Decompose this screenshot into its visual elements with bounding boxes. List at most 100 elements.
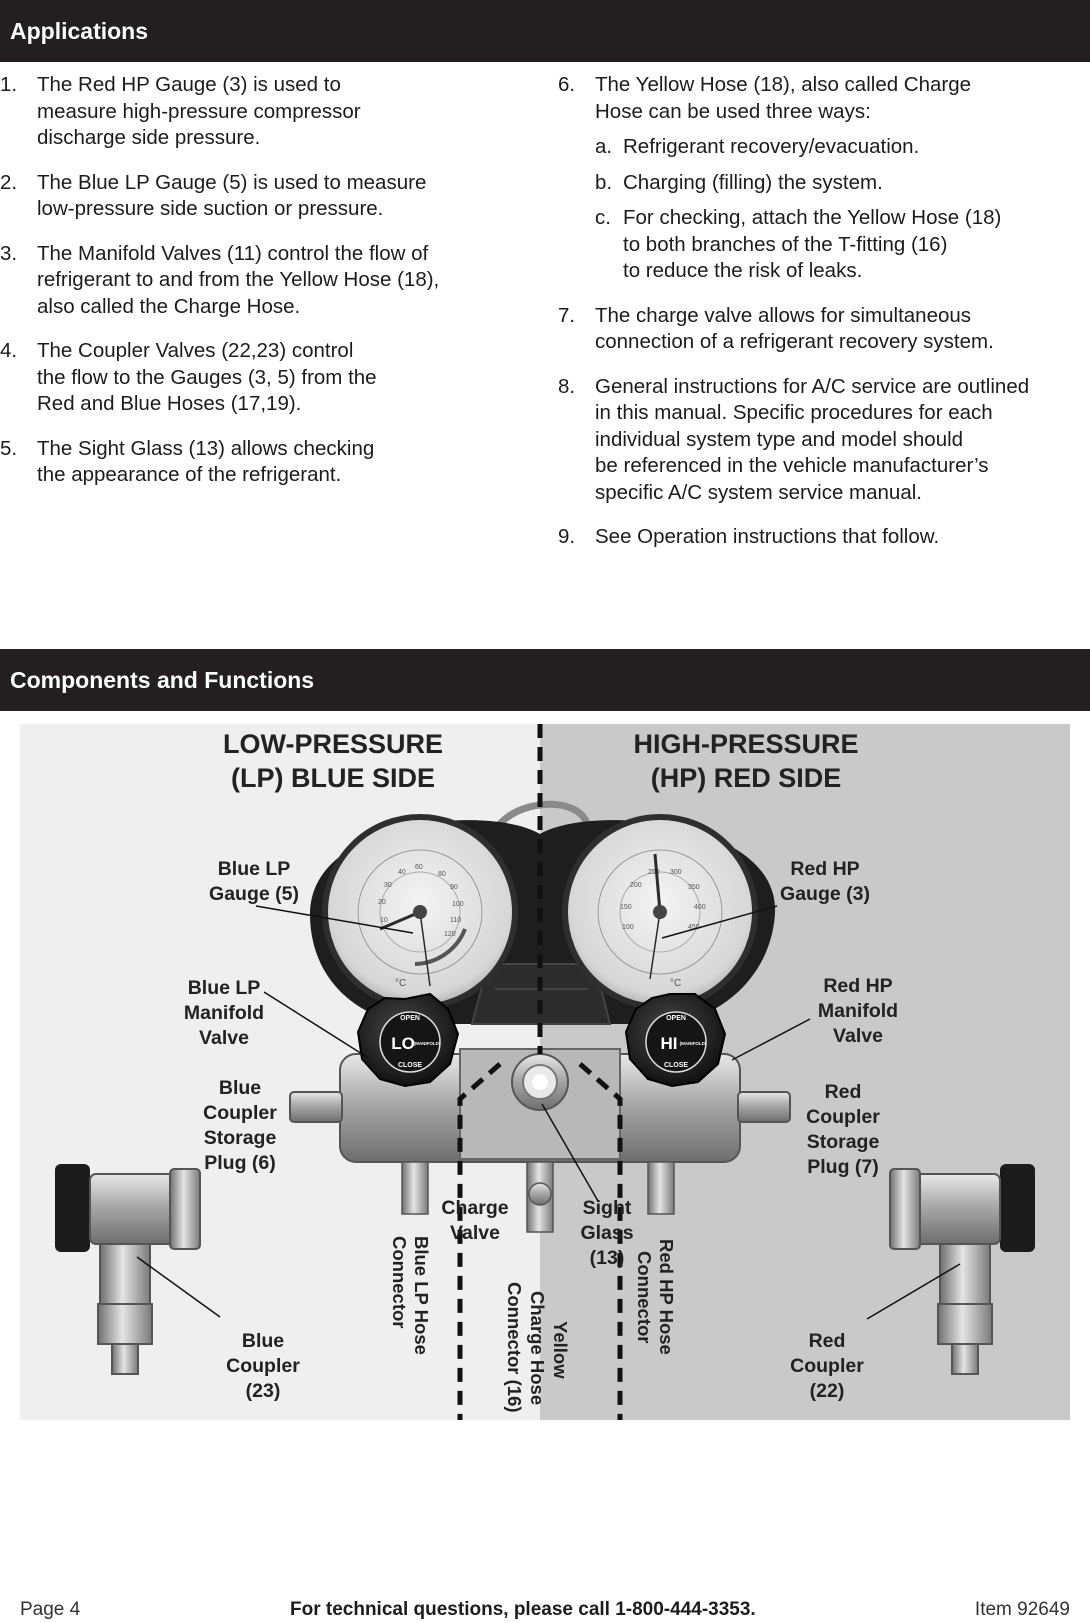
list-item: 2. The Blue LP Gauge (5) is used to meas… [0,170,520,223]
item-text: The Sight Glass (13) allows checking the… [37,436,375,487]
hi-knob-manifold: (MANIFOLD) [680,1041,707,1046]
lo-manifold-knob: OPEN LO (MANIFOLD) CLOSE [356,992,460,1088]
label-line: Sight [583,1197,632,1219]
lp-tick: 120 [444,931,456,938]
item-number: 1. [0,73,18,96]
lp-tick: 40 [398,869,406,876]
label-red-hp-hose-connector: Red HP Hose Connector [634,1239,677,1355]
high-side-header-line1: HIGH-PRESSURE [633,729,858,759]
label-line: Yellow [550,1321,571,1379]
section-header-components: Components and Functions [0,649,1090,711]
hi-knob-open: OPEN [666,1015,686,1022]
sub-letter: a. [595,135,613,158]
sub-text: Refrigerant recovery/evacuation. [623,135,920,158]
label-line: Charge Hose [527,1291,548,1405]
label-line: Connector [389,1236,410,1329]
lp-tick: 60 [415,864,423,871]
sub-text: For checking, attach the Yellow Hose (18… [623,206,1002,282]
list-item: 3. The Manifold Valves (11) control the … [0,241,520,321]
hp-tick: 100 [622,924,634,931]
sub-letter: b. [595,170,613,194]
hp-tick: 450 [688,924,700,931]
blue-lp-gauge: 10 20 30 40 60 80 90 100 110 120 °C [322,814,518,1010]
label-line: Coupler [806,1106,880,1128]
tech-support-line: For technical questions, please call 1-8… [290,1599,756,1620]
high-side-header-line2: (HP) RED SIDE [651,763,842,793]
manifold-gauge-diagram: LOW-PRESSURE (LP) BLUE SIDE HIGH-PRESSUR… [20,724,1070,1420]
blue-coupler [55,1164,201,1375]
item-number: 4. [0,339,18,362]
label-line: Charge [441,1197,508,1219]
item-text: General instructions for A/C service are… [595,374,1030,504]
label-red-hp-gauge: Red HP Gauge (3) [780,858,870,905]
lo-knob-label: LO [391,1034,415,1053]
label-line: Valve [833,1025,883,1047]
section-header-applications: Applications [0,0,1090,62]
leader-line [255,905,414,934]
label-blue-lp-gauge: Blue LP Gauge (5) [209,858,299,905]
left-dashed-divider [457,1062,502,1420]
red-hp-gauge: 100 150 200 250 300 350 400 450 °C [562,814,758,1010]
label-line: Glass [580,1222,633,1244]
applications-left-column: 1. The Red HP Gauge (3) is used to measu… [0,72,520,507]
label-line: Red HP [823,975,892,997]
leader-line [866,1263,961,1320]
low-side-header-line2: (LP) BLUE SIDE [231,763,435,793]
label-blue-coupler-storage-plug: Blue Coupler Storage Plug (6) [203,1077,277,1174]
label-red-coupler: Red Coupler (22) [790,1330,864,1402]
label-charge-valve: Charge Valve [441,1197,508,1244]
sub-item: b. Charging (filling) the system. [595,170,1088,197]
label-line: Coupler [790,1355,864,1377]
label-yellow-charge-hose-connector: Yellow Charge Hose Connector (16) [504,1282,571,1413]
hi-knob-close: CLOSE [664,1062,688,1069]
list-item: 6. The Yellow Hose (18), also called Cha… [558,72,1088,285]
leader-line [136,1256,221,1318]
label-line: Connector [634,1251,655,1344]
leader-line [263,991,371,1060]
page-number: Page 4 [20,1599,81,1620]
label-line: Coupler [203,1102,277,1124]
item-text: The Blue LP Gauge (5) is used to measure… [37,170,427,221]
lp-unit: °C [395,978,406,989]
label-line: Red HP Hose [656,1239,677,1355]
lp-tick: 10 [380,917,388,924]
label-line: Gauge (3) [780,883,870,905]
sub-letter: c. [595,206,611,229]
label-line: Storage [204,1127,277,1149]
item-number: 7. [558,303,576,327]
label-line: Valve [199,1027,249,1049]
leader-line [731,1018,811,1061]
lo-knob-manifold: (MANIFOLD) [414,1041,441,1046]
item-number: 9. [558,525,576,548]
lo-knob-open: OPEN [400,1015,420,1022]
applications-right-column: 6. The Yellow Hose (18), also called Cha… [558,72,1088,569]
label-line: Gauge (5) [209,883,299,905]
sub-text: Charging (filling) the system. [623,170,883,194]
item-number: 6. [558,73,576,96]
list-item: 4. The Coupler Valves (22,23) control th… [0,338,520,418]
label-line: Blue [219,1077,261,1099]
label-line: Blue [242,1330,284,1352]
section-title: Applications [10,18,149,44]
charge-valve [528,1182,552,1206]
sub-item: a. Refrigerant recovery/evacuation. [595,134,1088,161]
hp-tick: 200 [630,882,642,889]
label-blue-lp-manifold-valve: Blue LP Manifold Valve [184,977,264,1049]
red-hp-hose-connector [647,1161,675,1215]
hp-tick: 300 [670,869,682,876]
label-line: Blue LP [188,977,261,999]
leader-line [541,1103,599,1202]
label-line: (23) [246,1380,281,1402]
list-item: 1. The Red HP Gauge (3) is used to measu… [0,72,520,152]
lp-tick: 90 [450,884,458,891]
label-line: Manifold [184,1002,264,1024]
label-line: Coupler [226,1355,300,1377]
item-text: The charge valve allows for simultaneous… [595,303,994,354]
lp-tick: 80 [438,871,446,878]
hp-tick: 400 [694,904,706,911]
hp-unit: °C [670,978,681,989]
label-blue-lp-hose-connector: Blue LP Hose Connector [389,1236,432,1355]
label-line: Red [825,1081,862,1103]
item-text: The Manifold Valves (11) control the flo… [37,241,440,318]
item-text: The Coupler Valves (22,23) control the f… [37,339,377,415]
